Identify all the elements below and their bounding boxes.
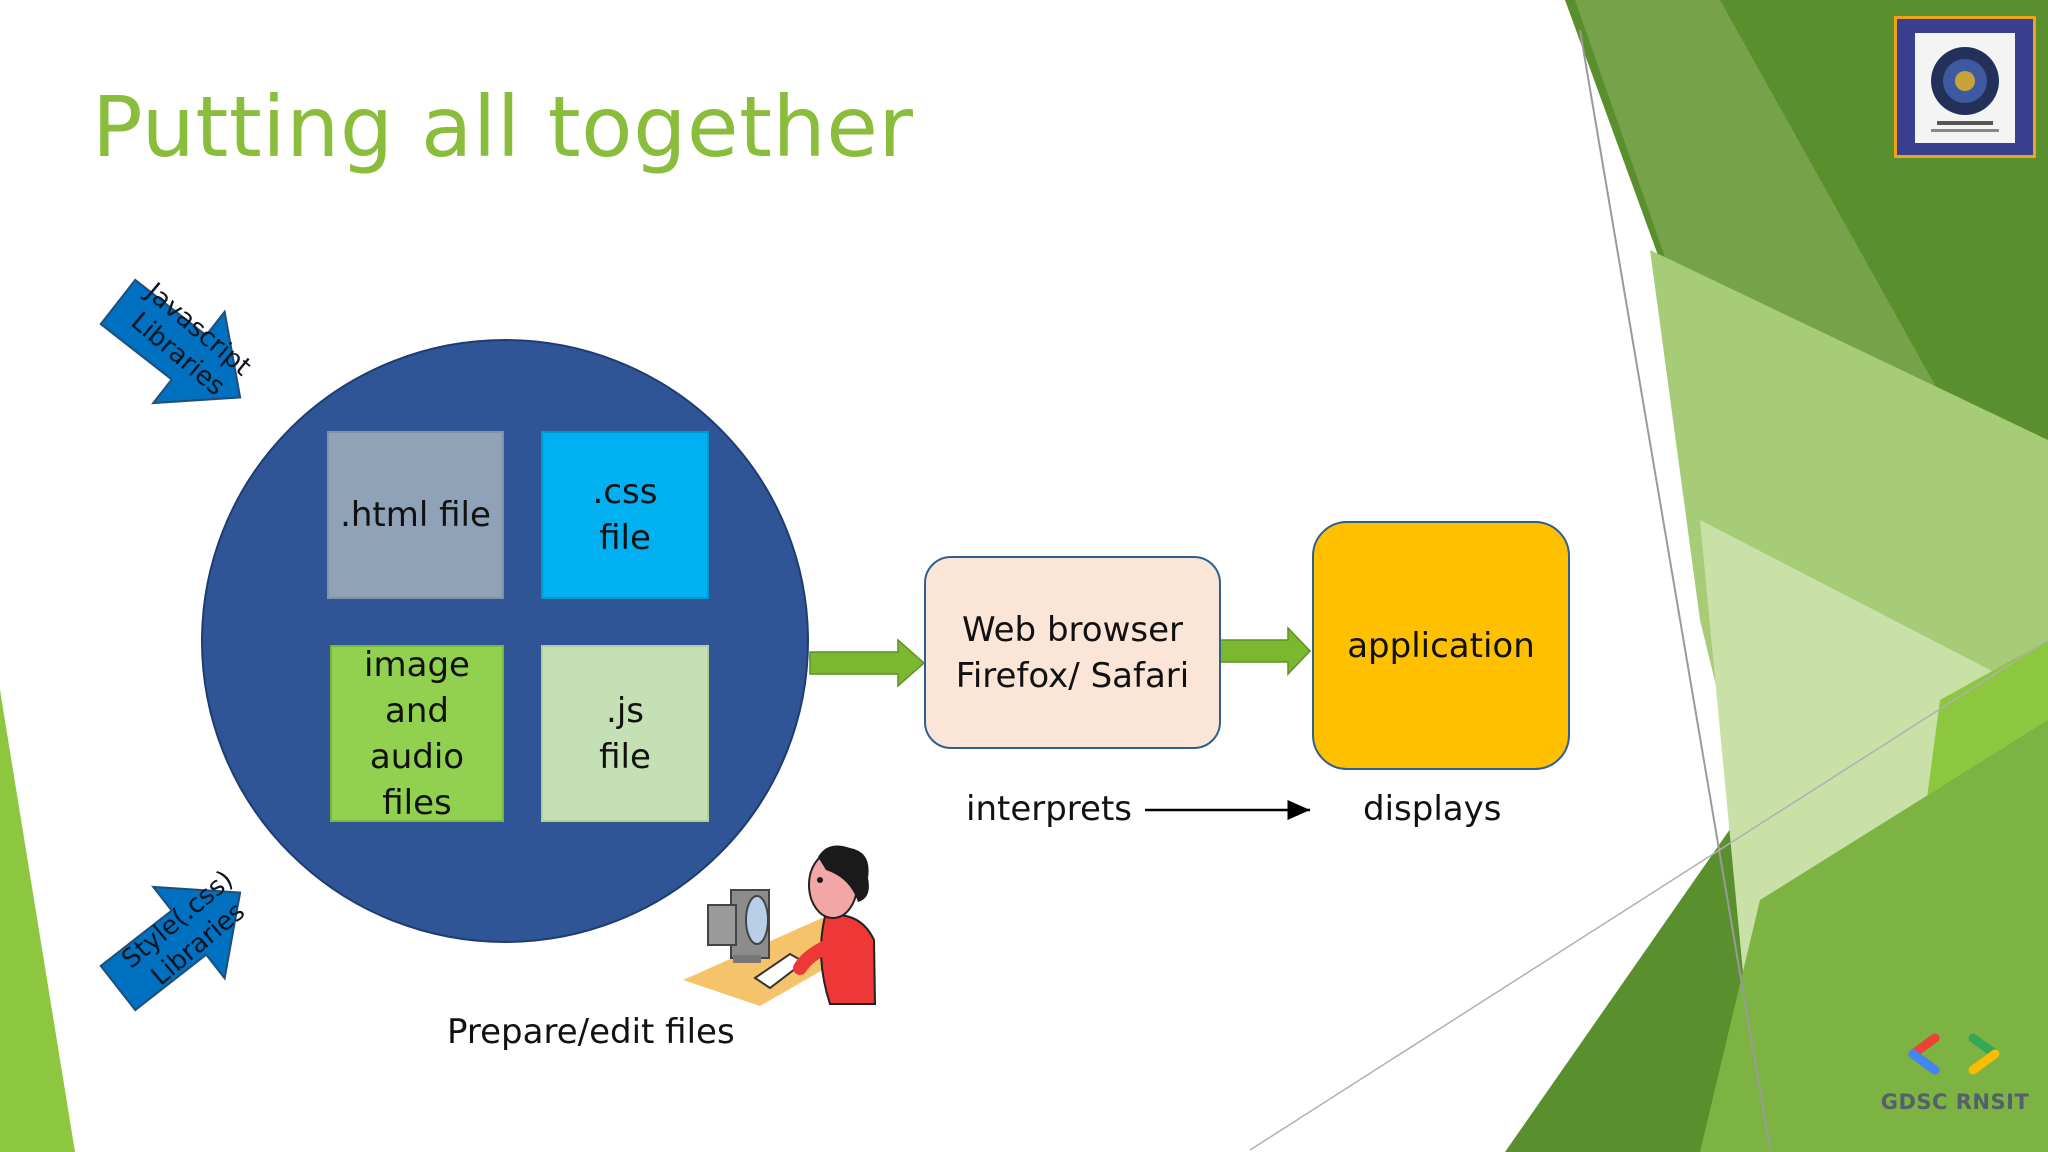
to-application-arrow <box>1219 626 1312 676</box>
media-files-box <box>330 645 504 822</box>
css-file-box <box>541 431 709 599</box>
media-files-label: image and audio files <box>364 644 470 823</box>
js-libraries-arrow <box>99 278 242 405</box>
displays-caption: displays <box>1363 789 1502 829</box>
prepare-edit-caption: Prepare/edit files <box>447 1012 735 1052</box>
css-libraries-arrow <box>99 885 242 1012</box>
gdsc-brand-text: GDSC RNSIT <box>1880 1090 2030 1114</box>
interprets-caption: interprets <box>966 789 1132 829</box>
html-file-box <box>327 431 504 599</box>
web-browser-label: Web browser Firefox/ Safari <box>955 609 1190 696</box>
css-file-label: .css file <box>592 472 658 558</box>
emblem-icon <box>1931 47 1999 132</box>
gdsc-logo-icon <box>1908 1033 2000 1075</box>
js-file-label: .js file <box>599 690 651 777</box>
to-browser-arrow <box>809 638 926 688</box>
js-file-box <box>541 645 709 822</box>
web-browser-box <box>924 556 1221 749</box>
slide-title: Putting all together <box>92 78 914 176</box>
application-label: application <box>1347 625 1535 666</box>
html-file-label: .html file <box>340 495 491 535</box>
person-at-computer-icon <box>683 845 877 1006</box>
college-logo <box>1894 16 2036 158</box>
project-files-circle <box>201 339 809 943</box>
application-box <box>1312 521 1570 770</box>
